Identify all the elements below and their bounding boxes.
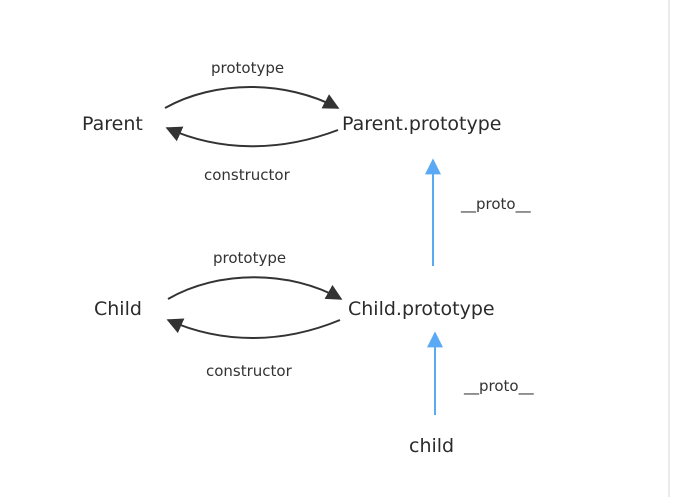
label-child-instance-proto: __proto__ xyxy=(463,377,534,396)
node-parent-prototype: Parent.prototype xyxy=(342,113,501,135)
label-parent-prototype: prototype xyxy=(211,59,284,77)
right-border-divider xyxy=(668,0,670,497)
node-child-prototype: Child.prototype xyxy=(348,298,495,320)
node-child-instance: child xyxy=(409,435,454,457)
node-parent: Parent xyxy=(82,113,143,135)
label-parent-constructor: constructor xyxy=(204,166,291,184)
parent-prototype-arrow xyxy=(164,86,340,109)
node-child: Child xyxy=(94,298,142,320)
child-prototype-arrow xyxy=(167,276,343,300)
label-child-constructor: constructor xyxy=(206,362,293,380)
child-constructor-arrow xyxy=(166,318,341,339)
label-child-prototype: prototype xyxy=(213,249,286,267)
label-child-prototype-proto: __proto__ xyxy=(460,195,531,214)
parent-constructor-arrow xyxy=(165,126,339,148)
